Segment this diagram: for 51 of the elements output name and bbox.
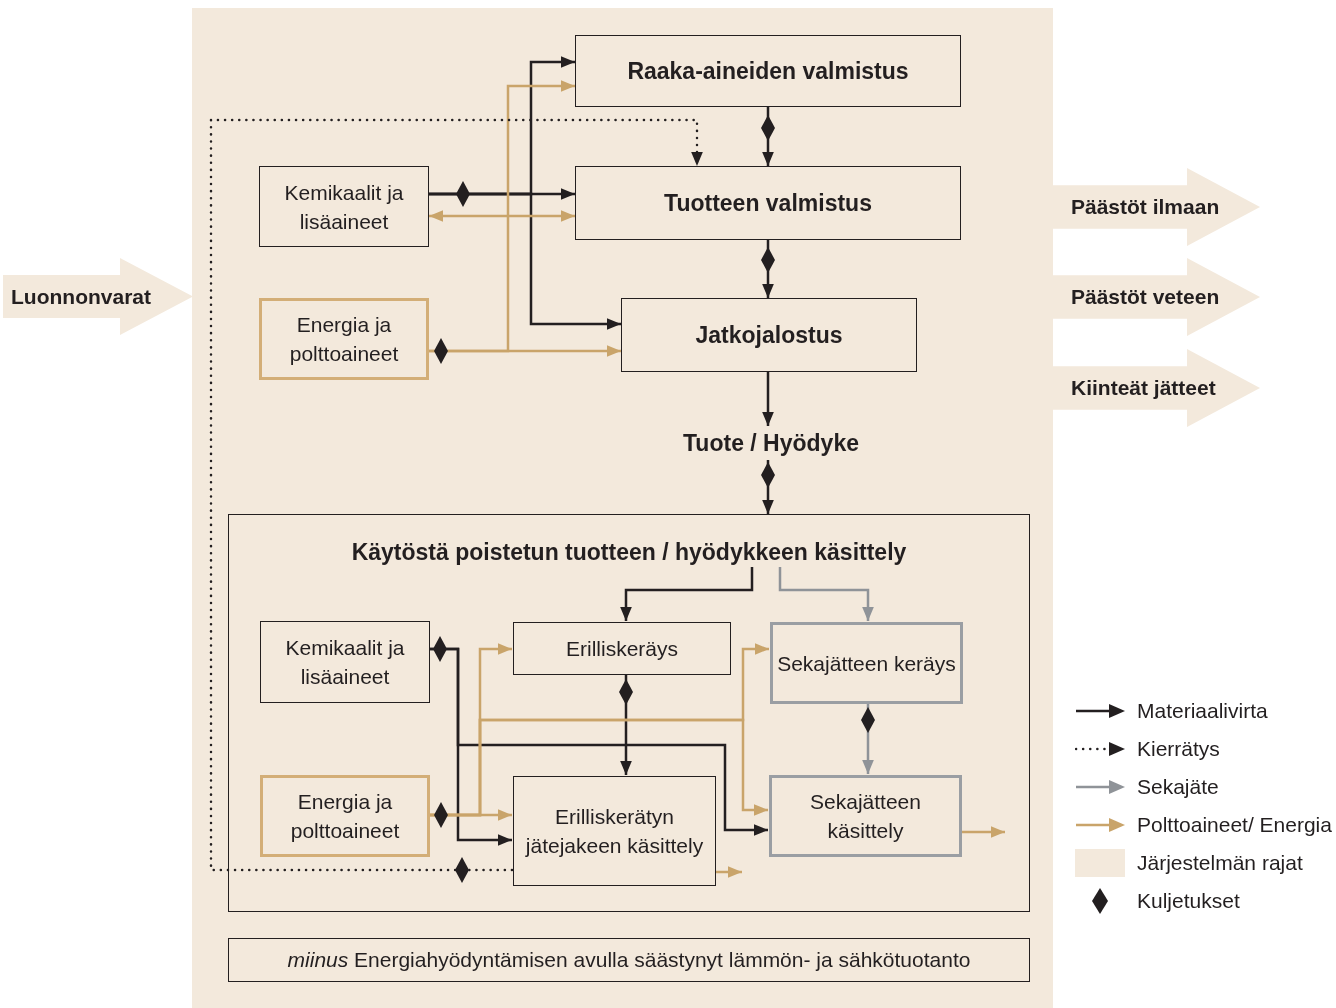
process-box [575,166,961,240]
box-label: Raaka-aineiden valmistus [627,56,909,86]
box-label: Sekajätteen käsittely [809,789,922,844]
input-box [259,166,429,247]
input-box [260,621,430,703]
box-label: Energia ja polttoaineet [289,789,401,844]
legend-label: Polttoaineet/ Energia [1137,812,1332,838]
box-label: Energia ja polttoaineet [288,312,400,367]
recycling-arrow [209,118,703,872]
input-box [513,776,716,886]
flow-arrow [778,567,874,621]
box-label: Erilliskerätyn jätejakeen käsittely [524,804,705,859]
box-label: Erilliskeräys [566,636,678,662]
legend-label: Sekajäte [1137,774,1219,800]
process-box [575,35,961,107]
flow-arrow [429,718,768,817]
flow-arrow-shape [1053,349,1260,427]
flow-arrow [620,567,754,621]
flow-label: Päästöt veteen [1071,284,1220,311]
flow-arrow [429,345,621,357]
flow-label: Luonnonvarat [11,283,151,310]
input-box [513,622,731,675]
flow-arrow [762,372,774,426]
box-label: Kemikaalit ja lisäaineet [284,635,406,690]
flow-arrow [715,866,742,878]
box-label: Sekajätteen keräys [777,650,956,677]
energy-box [259,298,429,380]
flow-arrow-shape [1053,258,1260,336]
waste-box [769,775,962,857]
box-label: Jatkojalostus [695,320,843,350]
group-heading: Käytöstä poistetun tuotteen / hyödykkeen käsittely [350,538,908,567]
legend-label: Järjestelmän rajat [1137,850,1303,876]
note-box [228,938,1030,982]
legend-label: Kierrätys [1137,736,1220,762]
flow-arrow [429,192,621,330]
output-label: Tuote / Hyödyke [683,428,859,458]
flow-arrow [961,826,1005,838]
process-box [621,298,917,372]
flow-arrow-shape [1053,168,1260,246]
energy-box [260,775,430,857]
flow-arrow [429,210,575,222]
flow-arrow-shape [3,258,193,335]
box-label: Tuotteen valmistus [664,188,872,218]
box-label: Kemikaalit ja lisäaineet [283,179,405,235]
waste-box [770,622,963,704]
flow-label: Päästöt ilmaan [1071,194,1220,221]
box-label: miinus Energiahyödyntämisen avulla säästynyt lämmön- ja sähkötuotanto [287,947,971,974]
flow-label: Kiinteät jätteet [1071,375,1216,402]
legend-label: Materiaalivirta [1137,698,1268,724]
group-box [228,514,1030,912]
legend-label: Kuljetukset [1137,888,1240,914]
